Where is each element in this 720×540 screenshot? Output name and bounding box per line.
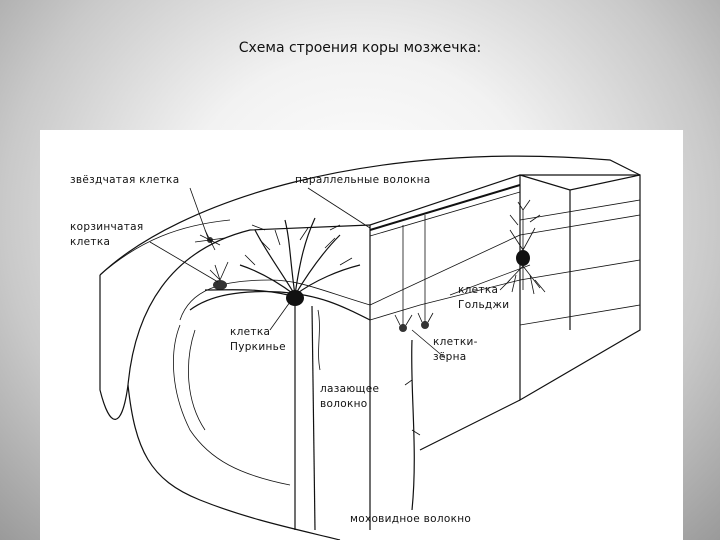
climbing-fiber-drawing bbox=[317, 309, 321, 371]
label-parallel-fibers: параллельные волокна bbox=[295, 174, 431, 186]
cortex-block-outline bbox=[99, 155, 641, 530]
slide-title: Схема строения коры мозжечка: bbox=[238, 40, 482, 56]
label-golgi-cell-line1: клетка bbox=[458, 284, 498, 296]
parallel-fibers-drawing bbox=[369, 184, 521, 237]
label-basket-cell-line2: клетка bbox=[70, 236, 110, 248]
basket-cell-drawing bbox=[204, 261, 289, 296]
label-granule-cells-line2: зёрна bbox=[433, 351, 467, 363]
purkinje-cell-drawing bbox=[239, 217, 361, 531]
label-climbing-fiber-line1: лазающее bbox=[320, 383, 379, 395]
mossy-fiber-drawing bbox=[404, 339, 421, 511]
label-mossy-fiber: моховидное волокно bbox=[350, 513, 471, 525]
granule-cells-drawing bbox=[394, 215, 434, 332]
diagram-panel: звёздчатая клетка параллельные волокна к… bbox=[40, 130, 683, 540]
golgi-cell-drawing bbox=[499, 199, 546, 295]
label-purkinje-cell-line1: клетка bbox=[230, 326, 270, 338]
label-climbing-fiber-line2: волокно bbox=[320, 398, 367, 410]
label-purkinje-cell-line2: Пуркинье bbox=[230, 341, 286, 353]
label-granule-cells-line1: клетки- bbox=[433, 336, 478, 348]
label-basket-cell-line1: корзинчатая bbox=[70, 221, 144, 233]
label-leader-lines bbox=[149, 187, 531, 359]
cortex-fold-layers bbox=[99, 219, 521, 540]
label-golgi-cell-line2: Гольджи bbox=[458, 299, 509, 311]
label-stellate-cell: звёздчатая клетка bbox=[70, 174, 179, 186]
cerebellar-cortex-diagram: звёздчатая клетка параллельные волокна к… bbox=[70, 155, 641, 540]
